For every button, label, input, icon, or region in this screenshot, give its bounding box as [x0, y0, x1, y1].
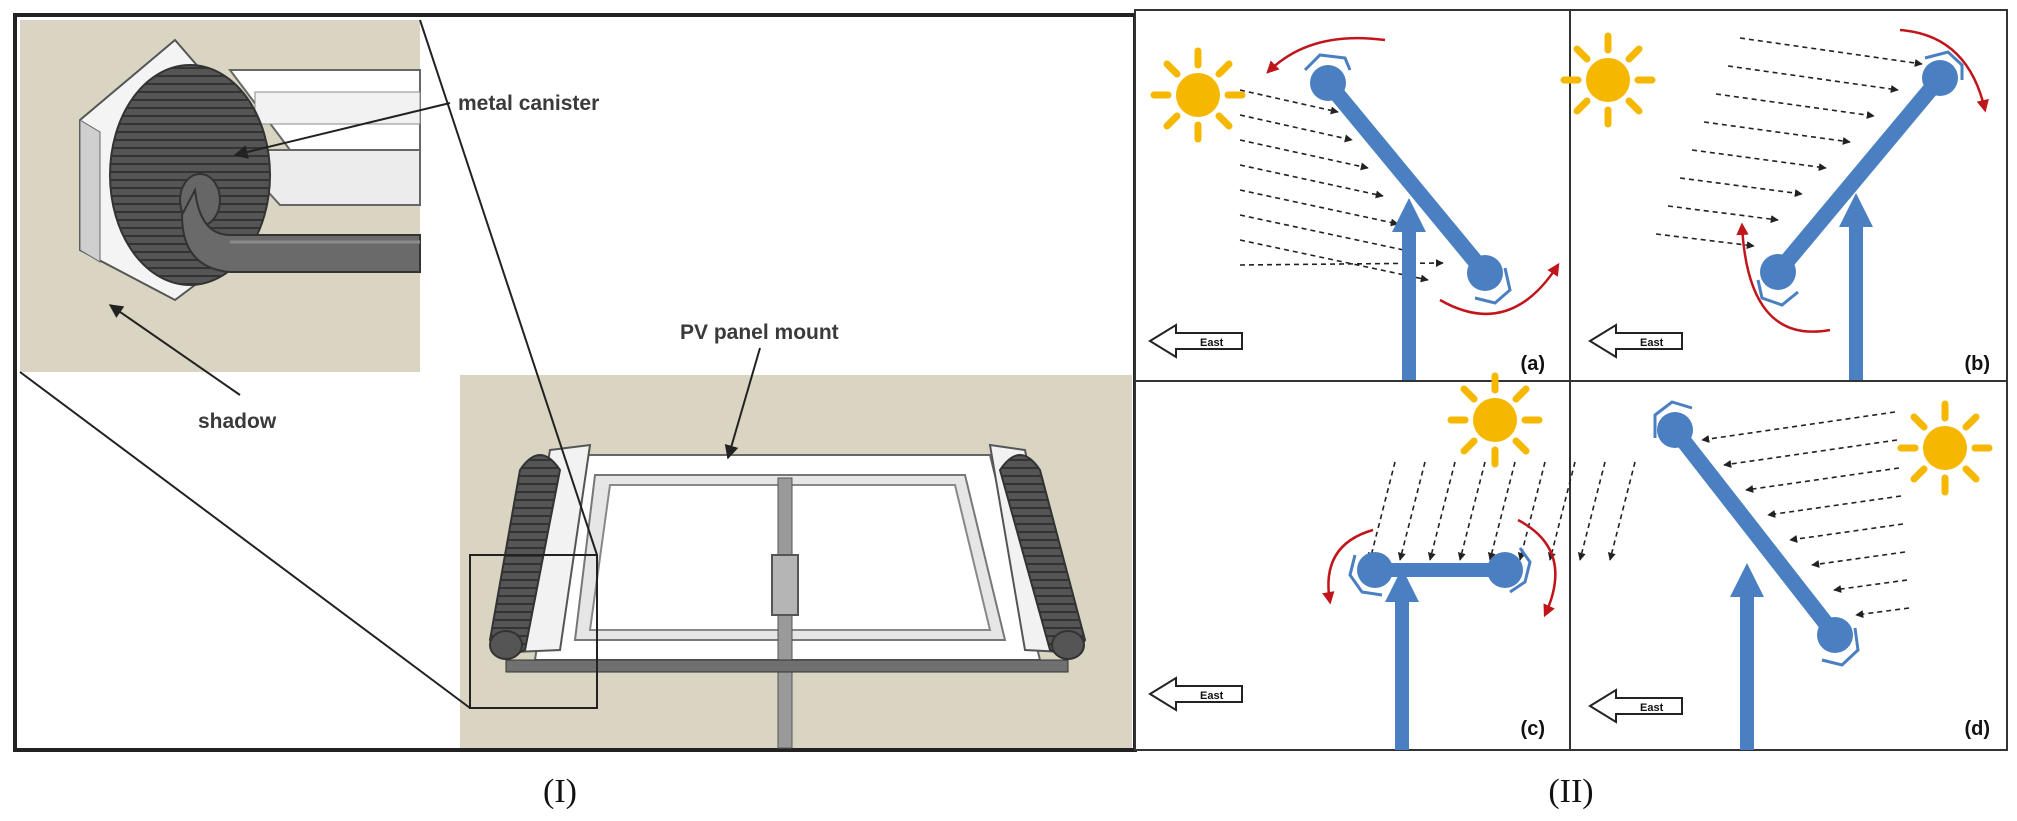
panel-b-label: (b) [1964, 353, 1990, 375]
sun-icon [1154, 51, 1242, 139]
panel-arm [1771, 72, 1947, 278]
sun-icon [1564, 36, 1652, 124]
sun-icon [1901, 404, 1989, 492]
part-two-grid [1134, 9, 2008, 751]
rotation-arrow-icon [1736, 222, 1831, 333]
panel-c: East (c) [1149, 376, 1636, 750]
metal-canister-pointer [233, 102, 451, 159]
panel-c-label: (c) [1521, 718, 1545, 740]
shadow-label: shadow [198, 410, 277, 433]
zoom-region-box [469, 554, 598, 709]
zoom-connector-top [419, 19, 598, 556]
mount-post [1402, 230, 1416, 380]
pv-mount-render [460, 375, 1132, 749]
canister-icon [1310, 65, 1346, 101]
east-label: East [1640, 337, 1664, 349]
panel-d: East (d) [1589, 400, 1990, 750]
sun-rays [1701, 411, 1910, 619]
panel-a: East (a) [1149, 36, 1560, 380]
panel-b: East (b) [1564, 28, 1990, 380]
canister-icon [1467, 255, 1503, 291]
pv-mount-pointer [724, 347, 761, 460]
sun-rays [1239, 89, 1444, 283]
canister-icon [1922, 60, 1958, 96]
rotation-arrow-icon [1266, 36, 1386, 74]
canister-closeup-inset [20, 20, 421, 372]
rotation-arrow-icon [1322, 528, 1374, 605]
canister-icon [1817, 617, 1853, 653]
part-one-illustration: metal canister shadow PV panel mount [13, 13, 1137, 752]
panel-d-label: (d) [1964, 718, 1990, 740]
rotation-arrow-icon [1517, 518, 1557, 618]
sun-icon [1451, 376, 1539, 464]
canister-icon [1357, 552, 1393, 588]
mount-post [1740, 595, 1754, 750]
sun-rays [1367, 461, 1636, 561]
rotation-arrow-icon [1439, 262, 1560, 316]
part-two-caption: (II) [1548, 773, 1593, 810]
rotation-arrow-icon [1899, 28, 1989, 113]
pv-mount-label: PV panel mount [680, 321, 839, 344]
mount-post [1849, 225, 1863, 380]
canister-icon [1657, 412, 1693, 448]
part-one-caption: (I) [543, 773, 577, 810]
canister-icon [1760, 254, 1796, 290]
zoom-connector-bottom [19, 371, 471, 709]
east-label: East [1640, 702, 1664, 714]
east-label: East [1200, 337, 1224, 349]
east-label: East [1200, 690, 1224, 702]
canister-icon [1487, 552, 1523, 588]
shadow-pointer [108, 304, 241, 396]
panel-arm [1321, 77, 1492, 279]
sun-rays [1655, 37, 1923, 250]
mount-post [1395, 600, 1409, 750]
panel-a-label: (a) [1521, 353, 1545, 375]
panel-arm [1668, 425, 1842, 640]
metal-canister-label: metal canister [458, 92, 599, 115]
